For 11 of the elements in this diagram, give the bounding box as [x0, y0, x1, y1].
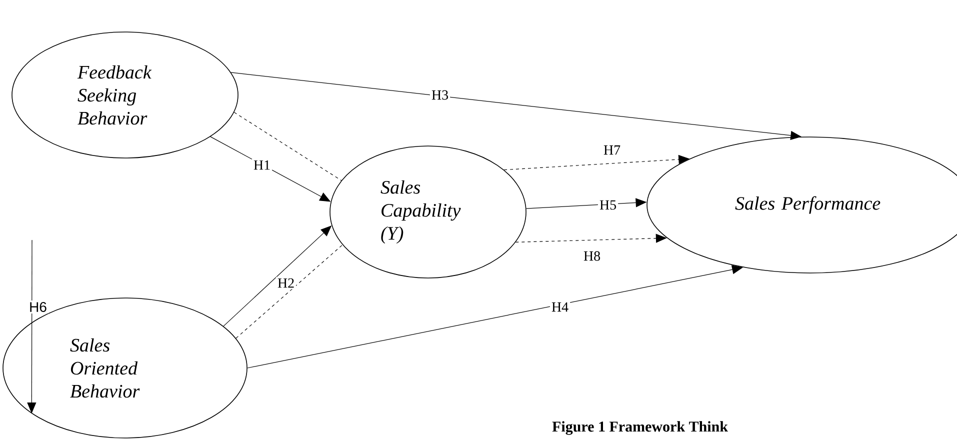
edge-label: H2: [276, 276, 296, 290]
edge-label: H5: [598, 198, 618, 212]
edge-label: H1: [252, 158, 272, 172]
edge-label: H3: [430, 88, 450, 102]
edge-label: H8: [582, 250, 602, 262]
edge-label: H7: [602, 144, 622, 156]
edge-label: H6: [28, 300, 48, 314]
ellipse-node: Sales Capability (Y): [330, 146, 526, 278]
ellipse-node: Feedback Seeking Behavior: [12, 32, 238, 158]
edge-label: H4: [550, 300, 570, 314]
caption: Figure 1 Framework Think: [552, 421, 728, 435]
